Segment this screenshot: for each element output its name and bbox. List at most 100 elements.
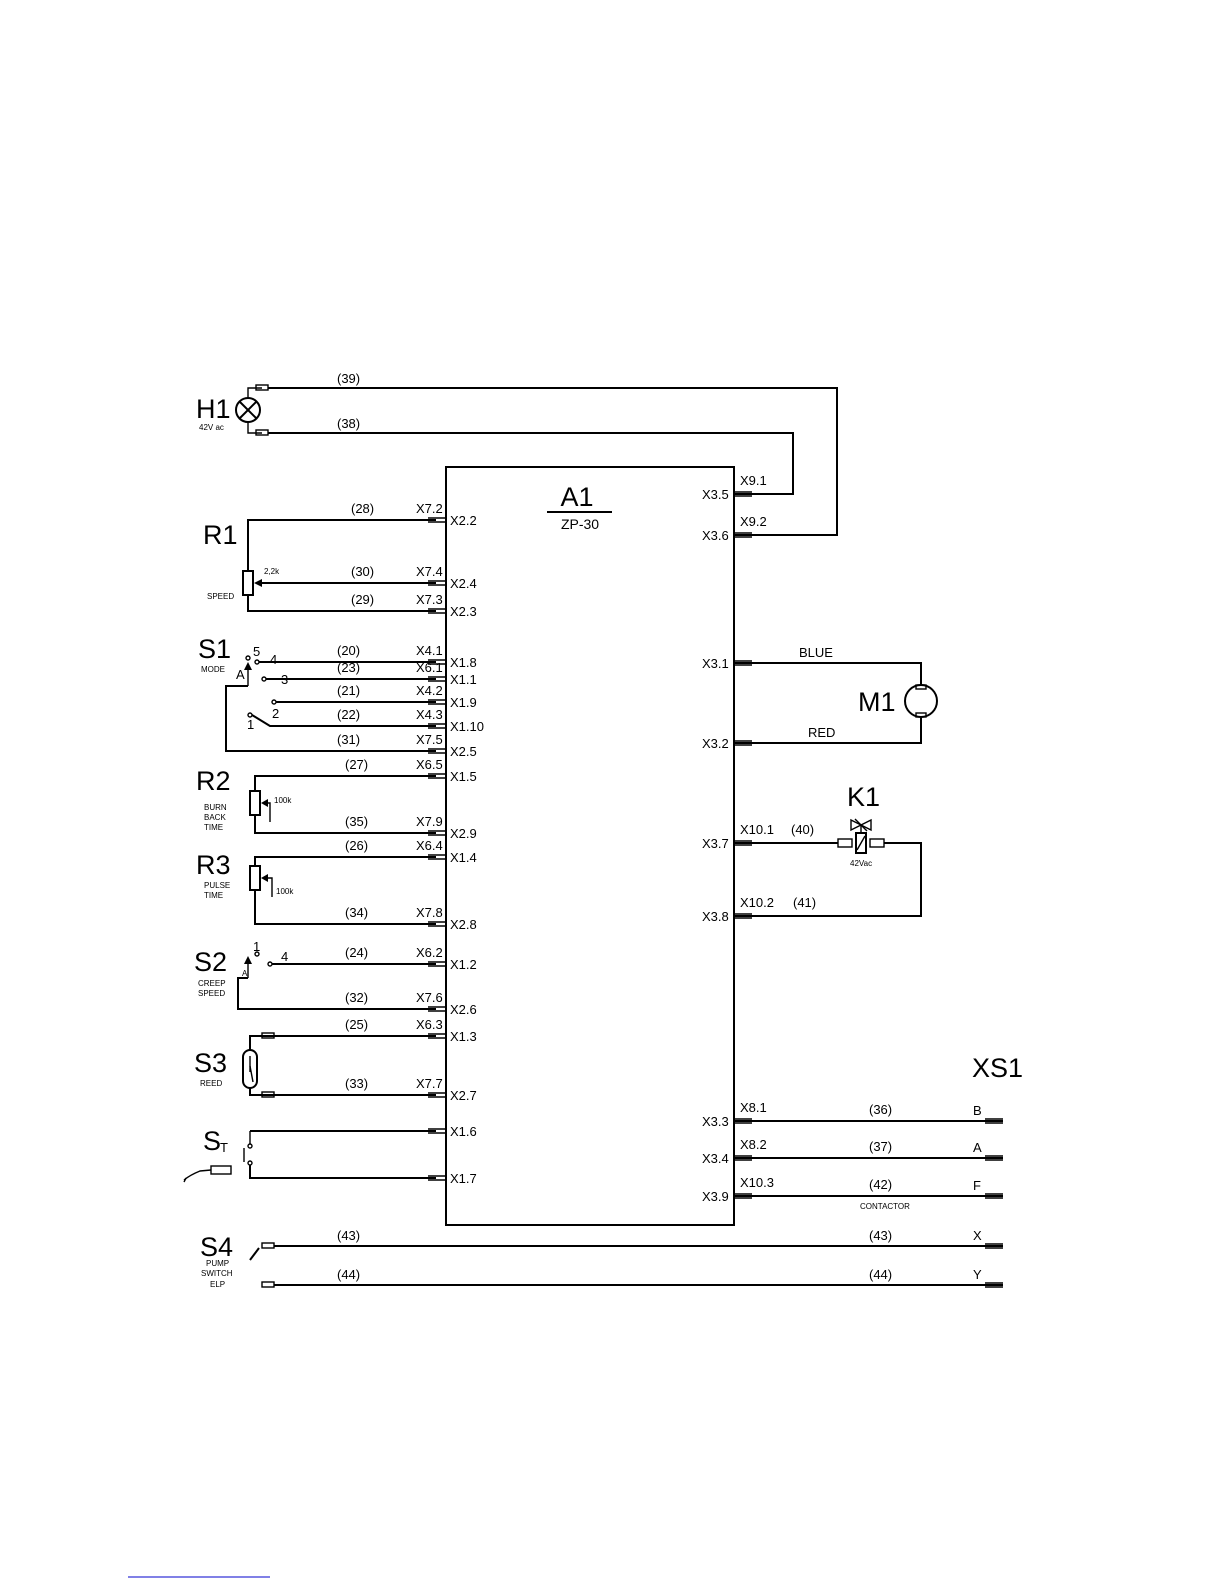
r1-desc: SPEED — [207, 592, 234, 601]
pin-label: X3.1 — [702, 656, 729, 671]
xs1-name: XS1 — [972, 1053, 1023, 1083]
plug-label: X4.1 — [416, 643, 443, 658]
pin-label: X3.5 — [702, 487, 729, 502]
connector-pin — [734, 1118, 752, 1124]
r3-value: 100k — [276, 887, 294, 896]
lamp-wire-38-label: (38) — [337, 416, 360, 431]
plug-label: X8.1 — [740, 1100, 767, 1115]
wire-39 — [268, 387, 838, 536]
wire-label: (41) — [793, 895, 816, 910]
plug-label: X8.2 — [740, 1137, 767, 1152]
pin-label: X2.4 — [450, 576, 477, 591]
wire-label: (40) — [791, 822, 814, 837]
right-pin-labels: X3.5X9.1X3.6X9.2X3.1X3.2X3.7X10.1(40)X3.… — [702, 473, 1003, 1288]
s2-desc2: SPEED — [198, 989, 225, 998]
pump-wire-43-left: (43) — [337, 1228, 360, 1243]
r1-name: R1 — [203, 520, 238, 550]
pin-label: X1.3 — [450, 1029, 477, 1044]
pin-label: X1.5 — [450, 769, 477, 784]
m1-wire-blue: BLUE — [799, 645, 833, 660]
plug-label: X6.2 — [416, 945, 443, 960]
reed-switch-icon — [242, 1032, 436, 1098]
connector-pin — [985, 1243, 1003, 1249]
s2-desc1: CREEP — [198, 979, 226, 988]
connector-pin — [985, 1193, 1003, 1199]
connector-pin — [428, 961, 446, 967]
s2-name: S2 — [194, 947, 227, 977]
wire-label: (28) — [351, 501, 374, 516]
s2-pos-1: 1 — [253, 939, 260, 954]
plug-label: X6.3 — [416, 1017, 443, 1032]
pin-label: X3.7 — [702, 836, 729, 851]
contactor-note: CONTACTOR — [860, 1202, 910, 1211]
connector-pin — [428, 921, 446, 927]
plug-label: X4.2 — [416, 683, 443, 698]
plug-label: X7.4 — [416, 564, 443, 579]
s1-pos-5: 5 — [253, 644, 260, 659]
s1-name: S1 — [198, 634, 231, 664]
xs1-terminal-f: F — [973, 1178, 981, 1193]
potentiometer-icon — [242, 519, 436, 612]
left-pin-labels: X2.2X7.2(28)X2.4X7.4(30)X2.3X7.3(29)X1.8… — [337, 501, 484, 1186]
wire-38 — [268, 432, 794, 495]
plug-label: X7.5 — [416, 732, 443, 747]
pin-label: X1.4 — [450, 850, 477, 865]
wire-label: (30) — [351, 564, 374, 579]
r3-name: R3 — [196, 850, 231, 880]
xs1-terminal-x: X — [973, 1228, 982, 1243]
s4-desc1: PUMP — [206, 1259, 229, 1268]
r3-desc1: PULSE — [204, 881, 230, 890]
connector-pin — [734, 1193, 752, 1199]
pin-label: X2.3 — [450, 604, 477, 619]
connector-pin — [985, 1118, 1003, 1124]
plug-label: X10.3 — [740, 1175, 774, 1190]
plug-label: X7.3 — [416, 592, 443, 607]
pin-label: X2.6 — [450, 1002, 477, 1017]
wire-label: (20) — [337, 643, 360, 658]
r2-name: R2 — [196, 766, 231, 796]
connector-pin — [428, 1006, 446, 1012]
m1-name: M1 — [858, 687, 896, 717]
k1-name: K1 — [847, 782, 880, 812]
wire-label: (32) — [345, 990, 368, 1005]
lamp-icon — [235, 384, 269, 436]
wire-label: (33) — [345, 1076, 368, 1091]
r2-desc1: BURN — [204, 803, 227, 812]
pin-label: X1.2 — [450, 957, 477, 972]
terminal-plug-icon — [734, 1120, 1003, 1197]
pin-label: X3.8 — [702, 909, 729, 924]
pump-wire-43-right: (43) — [869, 1228, 892, 1243]
plug-label: X6.4 — [416, 838, 443, 853]
pin-label: X1.9 — [450, 695, 477, 710]
motor-icon — [734, 662, 938, 744]
plug-label: X7.6 — [416, 990, 443, 1005]
s1-pos-4: 4 — [270, 652, 277, 667]
m1-wire-red: RED — [808, 725, 835, 740]
s4-desc3: ELP — [210, 1280, 225, 1289]
pin-label: X3.6 — [702, 528, 729, 543]
s1-pos-3: 3 — [281, 672, 288, 687]
xs1-terminal-b: B — [973, 1103, 982, 1118]
plug-label: X6.5 — [416, 757, 443, 772]
plug-label: X10.1 — [740, 822, 774, 837]
plug-label: X7.9 — [416, 814, 443, 829]
connector-pin — [734, 740, 752, 746]
connector-pin — [734, 913, 752, 919]
plug-label: X9.2 — [740, 514, 767, 529]
connector-pin — [428, 1092, 446, 1098]
connector-pin — [428, 517, 446, 523]
switch-icon — [249, 1242, 1003, 1288]
plug-label: X4.3 — [416, 707, 443, 722]
r2-value: 100k — [274, 796, 292, 805]
pin-label: X2.8 — [450, 917, 477, 932]
s4-name: S4 — [200, 1232, 233, 1262]
s4-desc2: SWITCH — [201, 1269, 233, 1278]
pin-label: X1.6 — [450, 1124, 477, 1139]
connector-pin — [428, 659, 446, 665]
wire-label: (35) — [345, 814, 368, 829]
connector-pin — [734, 840, 752, 846]
connector-pin — [428, 1175, 446, 1181]
xs1-terminal-y: Y — [973, 1267, 982, 1282]
connector-pin — [428, 773, 446, 779]
wire-label: (27) — [345, 757, 368, 772]
